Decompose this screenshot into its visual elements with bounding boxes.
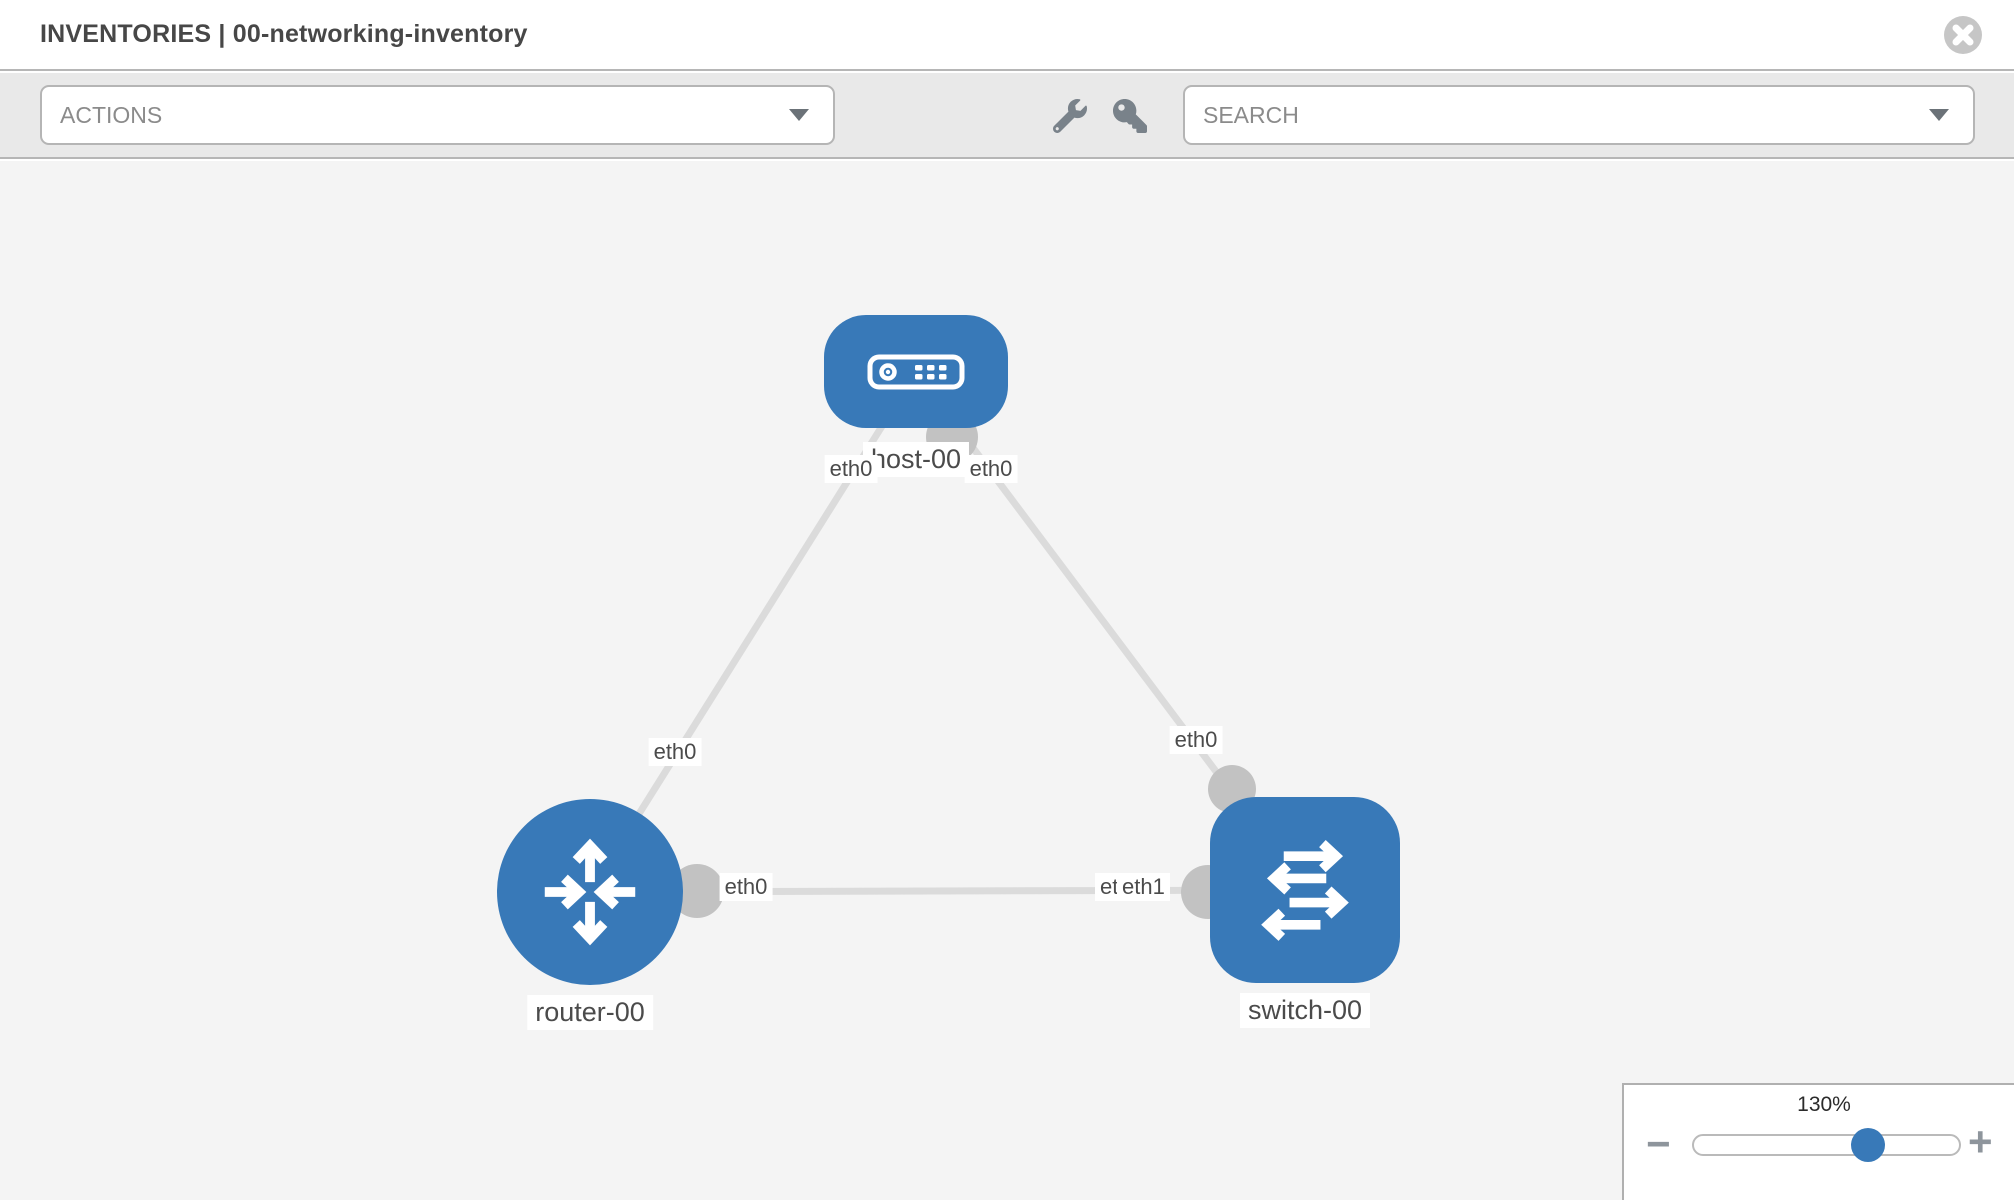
node-label-host: host-00 bbox=[862, 442, 970, 477]
node-label-router: router-00 bbox=[527, 995, 653, 1030]
zoom-in-button[interactable]: + bbox=[1968, 1118, 1993, 1165]
search-dropdown-label: SEARCH bbox=[1203, 101, 1299, 128]
interface-label-eth0: eth0 bbox=[719, 873, 773, 901]
wrench-icon bbox=[1053, 99, 1087, 133]
actions-dropdown[interactable]: ACTIONS bbox=[40, 85, 835, 145]
tools-button[interactable] bbox=[1049, 95, 1091, 137]
interface-label-eth0: eth0 bbox=[648, 738, 702, 766]
breadcrumb-separator: | bbox=[218, 20, 226, 48]
node-router-00[interactable] bbox=[497, 799, 683, 985]
zoom-control-panel: 130% − + bbox=[1622, 1083, 2014, 1200]
zoom-level: 130% bbox=[1797, 1093, 1851, 1116]
close-icon bbox=[1944, 15, 1982, 54]
host-icon bbox=[867, 354, 965, 389]
credentials-button[interactable] bbox=[1109, 95, 1151, 137]
chevron-down-icon bbox=[1929, 109, 1949, 121]
node-host-00[interactable] bbox=[824, 315, 1008, 428]
key-icon bbox=[1113, 99, 1147, 133]
page-title: INVENTORIES | 00-networking-inventory bbox=[40, 20, 528, 49]
toolbar: ACTIONS SEARCH bbox=[0, 73, 2014, 159]
switch-icon bbox=[1261, 840, 1349, 941]
interface-label-eth0: eth0 bbox=[964, 455, 1018, 483]
endpoint-router-right bbox=[670, 864, 724, 918]
interface-label-eth0: eth0 bbox=[1169, 726, 1223, 754]
switch-icon-node[interactable] bbox=[1210, 797, 1400, 983]
actions-dropdown-label: ACTIONS bbox=[60, 101, 163, 128]
page-header: INVENTORIES | 00-networking-inventory bbox=[0, 0, 2014, 71]
zoom-slider-thumb[interactable] bbox=[1851, 1128, 1885, 1162]
inventory-name: 00-networking-inventory bbox=[232, 20, 528, 48]
zoom-slider-track[interactable] bbox=[1692, 1128, 1961, 1162]
node-label-switch: switch-00 bbox=[1239, 993, 1371, 1028]
close-button[interactable] bbox=[1942, 14, 1984, 56]
interface-label-eth0: eth0 bbox=[824, 455, 878, 483]
router-icon bbox=[544, 838, 636, 946]
topology-links bbox=[587, 369, 1308, 919]
breadcrumb-section: INVENTORIES bbox=[40, 20, 212, 48]
zoom-out-button[interactable]: − bbox=[1646, 1120, 1671, 1167]
chevron-down-icon bbox=[789, 109, 809, 121]
topology-canvas[interactable]: host-00 router-00 switch-00 eth0 eth0 et… bbox=[0, 161, 2014, 1200]
interface-label-eth1: eth1 bbox=[1117, 873, 1170, 901]
search-dropdown[interactable]: SEARCH bbox=[1183, 85, 1975, 145]
